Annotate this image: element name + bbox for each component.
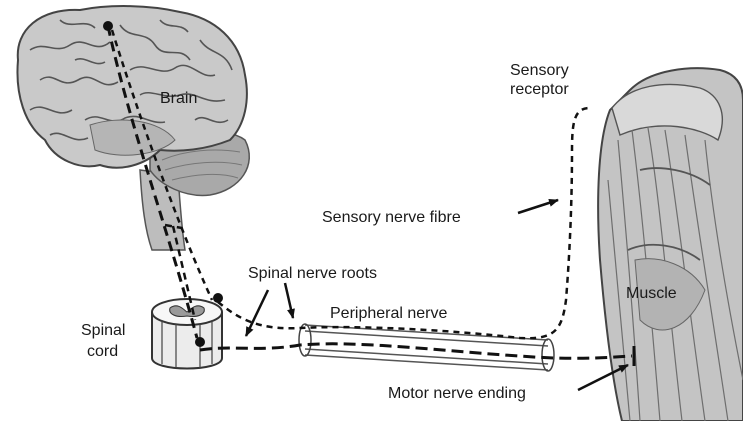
label-sensory-receptor-1: Sensory [510, 62, 569, 79]
label-motor-nerve-ending: Motor nerve ending [388, 385, 526, 402]
label-sensory-receptor-2: receptor [510, 81, 569, 98]
label-spinal-nerve-roots: Spinal nerve roots [248, 265, 377, 282]
label-brain: Brain [160, 90, 197, 107]
label-peripheral-nerve: Peripheral nerve [330, 305, 448, 322]
label-sensory-nerve-fibre: Sensory nerve fibre [322, 209, 461, 226]
dorsal-root-dot [213, 293, 223, 303]
roots-arrow-1 [285, 283, 293, 318]
roots-arrow-2 [246, 290, 268, 336]
label-spinal-cord-2: cord [87, 343, 118, 360]
label-muscle: Muscle [626, 285, 677, 302]
ventral-horn-dot [195, 337, 205, 347]
sensory-fibre-arrow [518, 200, 558, 213]
label-spinal-cord-1: Spinal [81, 322, 125, 339]
brain-neuron-dot [103, 21, 113, 31]
spinal-cord-illustration [152, 299, 222, 369]
